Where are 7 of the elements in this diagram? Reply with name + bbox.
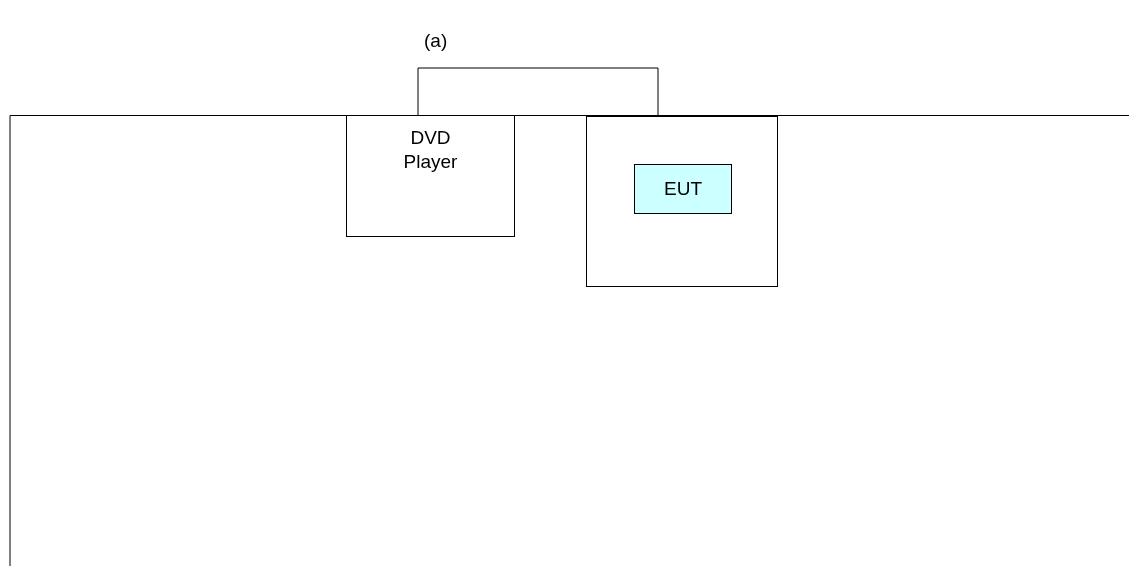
empty-box bbox=[586, 116, 778, 287]
device-box bbox=[634, 164, 732, 214]
cable-line bbox=[417, 67, 659, 117]
device-label: DVD Player bbox=[402, 126, 459, 174]
device-box bbox=[346, 115, 515, 237]
device-label: EUT bbox=[664, 177, 702, 201]
figure-title: (a) bbox=[424, 30, 448, 52]
